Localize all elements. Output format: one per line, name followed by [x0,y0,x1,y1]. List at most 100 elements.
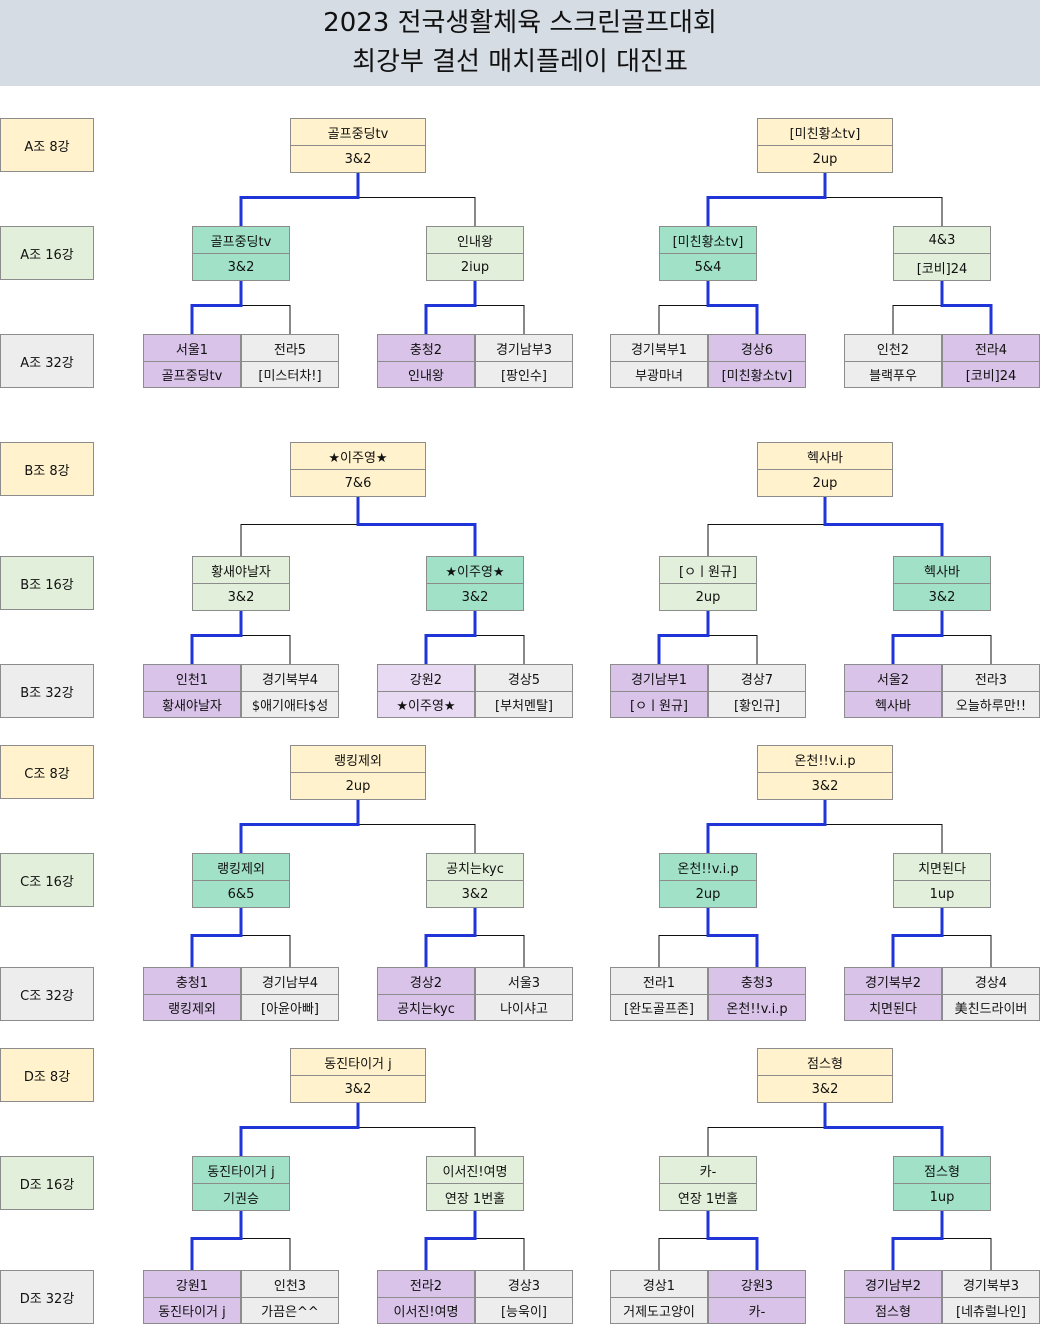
title-banner: 2023 전국생활체육 스크린골프대회 최강부 결선 매치플레이 대진표 [0,0,1040,86]
round16-name: 온천!!v.i.p [659,853,757,881]
bracket-connector [823,497,944,556]
round32-team: [능욱이] [475,1297,573,1324]
round8-score: 3&2 [290,145,426,173]
round32-team: 공치는kyc [377,994,475,1021]
round16-name: 골프중딩tv [192,226,290,254]
round32-region: 서울2 [844,664,942,692]
round32-region: 경상6 [708,334,806,362]
bracket-connector [190,908,243,967]
round16-name: 인내왕 [426,226,524,254]
round8-score: 2up [757,145,893,173]
round32-team: [아윤아빠] [241,994,339,1021]
round32-team: 거제도고양이 [610,1297,708,1324]
round32-region: 경상4 [942,967,1040,995]
round32-region: 경기남부2 [844,1270,942,1298]
round8-winner-name: ★이주영★ [290,442,426,470]
bracket-connector [706,800,827,853]
round32-team: 나이샤고 [475,994,573,1021]
round16-name: 4&3 [893,226,991,254]
round-label-32: D조 32강 [0,1270,94,1324]
round-label-16: D조 16강 [0,1156,94,1210]
round-label-16: A조 16강 [0,226,94,280]
round32-region: 인천3 [241,1270,339,1298]
round32-region: 서울3 [475,967,573,995]
round32-region: 경상1 [610,1270,708,1298]
round8-winner-name: 점스형 [757,1048,893,1076]
round-label-32: A조 32강 [0,334,94,388]
bracket-connector [239,1103,360,1156]
round16-name: [미친황소tv] [659,226,757,254]
round32-team: 헥사바 [844,691,942,718]
round32-team: 동진타이거 j [143,1297,241,1324]
round32-team: 블랙푸우 [844,361,942,388]
round32-region: 충청3 [708,967,806,995]
round32-region: 충청1 [143,967,241,995]
round8-winner-name: 온천!!v.i.p [757,745,893,773]
round32-region: 경기북부3 [942,1270,1040,1298]
round32-region: 강원3 [708,1270,806,1298]
round32-team: 이서진!여명 [377,1297,475,1324]
bracket-connector [424,281,477,334]
round16-name: 랭킹제외 [192,853,290,881]
round32-region: 경상5 [475,664,573,692]
round16-score: 1up [893,1183,991,1211]
page-subtitle: 최강부 결선 매치플레이 대진표 [352,47,688,77]
round32-team: [미친황소tv] [708,361,806,388]
round32-region: 인천2 [844,334,942,362]
round32-region: 경상7 [708,664,806,692]
round32-region: 전라2 [377,1270,475,1298]
round8-score: 2up [757,469,893,497]
round8-winner-name: 헥사바 [757,442,893,470]
round32-region: 전라5 [241,334,339,362]
round32-region: 경기북부2 [844,967,942,995]
round32-region: 충청2 [377,334,475,362]
round8-score: 3&2 [757,1075,893,1103]
bracket-connector [706,1211,759,1270]
round32-team: 치면된다 [844,994,942,1021]
round16-score: 연장 1번홀 [426,1183,524,1211]
round8-winner-name: 동진타이거 j [290,1048,426,1076]
round-label-8: A조 8강 [0,118,94,172]
round16-score: 2up [659,583,757,611]
bracket-connector [190,281,243,334]
round16-name: 카- [659,1156,757,1184]
round16-score: 기권승 [192,1183,290,1211]
round8-winner-name: [미친황소tv] [757,118,893,146]
round-label-32: B조 32강 [0,664,94,718]
round16-name: 공치는kyc [426,853,524,881]
round32-team: 황새야날자 [143,691,241,718]
round16-name: 동진타이거 j [192,1156,290,1184]
round16-name: 헥사바 [893,556,991,584]
bracket-connector [424,908,477,967]
bracket-connector [356,497,477,556]
round-label-8: D조 8강 [0,1048,94,1102]
round32-team: [ㅇㅣ원규] [610,691,708,718]
round32-region: 전라3 [942,664,1040,692]
round16-score: 3&2 [192,253,290,281]
round32-team: [팡인수] [475,361,573,388]
round16-name: [ㅇㅣ원규] [659,556,757,584]
bracket-connector [706,173,827,226]
round32-region: 전라4 [942,334,1040,362]
round16-name: 황새야날자 [192,556,290,584]
round32-team: 美친드라이버 [942,994,1040,1021]
round8-score: 3&2 [290,1075,426,1103]
bracket-connector [706,908,759,967]
round8-score: 3&2 [757,772,893,800]
round32-team: 가끔은^^ [241,1297,339,1324]
round16-score: 3&2 [192,583,290,611]
round32-team: [미스터차!] [241,361,339,388]
round32-team: 오늘하루만!! [942,691,1040,718]
round-label-8: C조 8강 [0,745,94,799]
round32-team: 랭킹제외 [143,994,241,1021]
bracket-connector [891,1211,944,1270]
bracket-connector [190,611,243,664]
round32-team: 부광마녀 [610,361,708,388]
round8-score: 2up [290,772,426,800]
round16-name: 치면된다 [893,853,991,881]
round16-score: 2iup [426,253,524,281]
bracket-connector [190,1211,243,1270]
round32-region: 서울1 [143,334,241,362]
round32-region: 인천1 [143,664,241,692]
